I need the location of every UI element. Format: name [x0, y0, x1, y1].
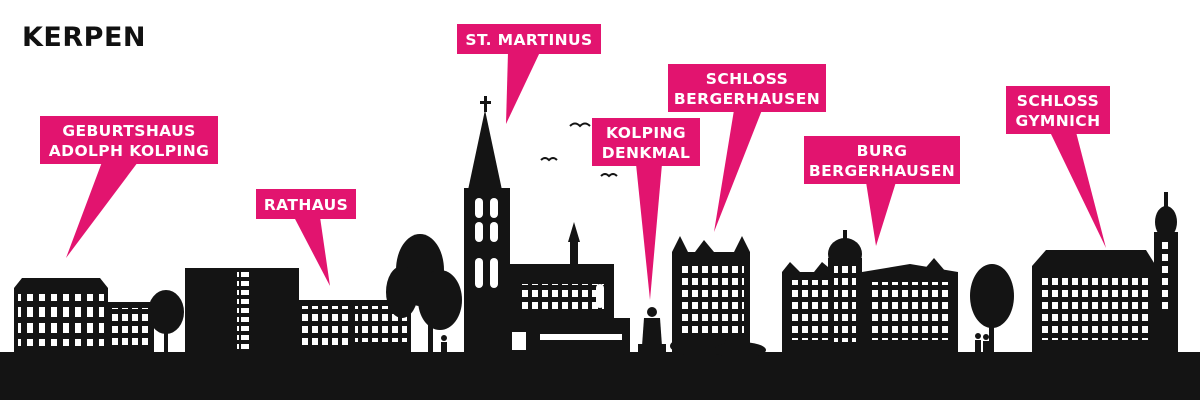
label-schloss-gymnich: SCHLOSS GYMNICH: [1006, 86, 1110, 248]
ground: [0, 352, 1200, 400]
label-burg-bergerhausen-line2: BERGERHAUSEN: [809, 162, 955, 180]
town-title: KERPEN: [22, 22, 146, 53]
building-geburtshaus: [14, 278, 154, 354]
label-geburtshaus-line1: GEBURTSHAUS: [62, 122, 195, 140]
label-schloss-gymnich-line1: SCHLOSS: [1017, 92, 1099, 110]
label-rathaus: RATHAUS: [256, 189, 356, 286]
label-geburtshaus-line2: ADOLPH KOLPING: [49, 142, 209, 160]
label-kolping-denkmal-line1: KOLPING: [606, 124, 686, 142]
label-st-martinus: ST. MARTINUS: [457, 24, 601, 124]
label-burg-bergerhausen-line1: BURG: [857, 142, 908, 160]
birds: [540, 122, 618, 178]
label-kolping-denkmal: KOLPING DENKMAL: [592, 118, 700, 300]
label-schloss-bergerhausen-line2: BERGERHAUSEN: [674, 90, 820, 108]
building-st-martinus: [464, 96, 630, 354]
label-st-martinus-line1: ST. MARTINUS: [465, 31, 592, 49]
label-schloss-bergerhausen: SCHLOSS BERGERHAUSEN: [668, 64, 826, 232]
label-schloss-bergerhausen-line1: SCHLOSS: [706, 70, 788, 88]
building-schloss-gymnich: [1032, 192, 1178, 354]
tree-left: [148, 290, 184, 354]
building-schloss-bergerhausen: [670, 236, 766, 358]
building-burg-bergerhausen: [782, 230, 958, 354]
trees-church: [386, 234, 462, 354]
label-burg-bergerhausen: BURG BERGERHAUSEN: [804, 136, 960, 246]
building-rathaus: [185, 268, 411, 354]
people: [441, 333, 989, 354]
kolping-statue: [638, 307, 666, 354]
label-kolping-denkmal-line2: DENKMAL: [602, 144, 691, 162]
label-geburtshaus: GEBURTSHAUS ADOLPH KOLPING: [40, 116, 218, 258]
tree-right: [970, 264, 1014, 354]
label-rathaus-line1: RATHAUS: [264, 196, 348, 214]
label-schloss-gymnich-line2: GYMNICH: [1016, 112, 1101, 130]
